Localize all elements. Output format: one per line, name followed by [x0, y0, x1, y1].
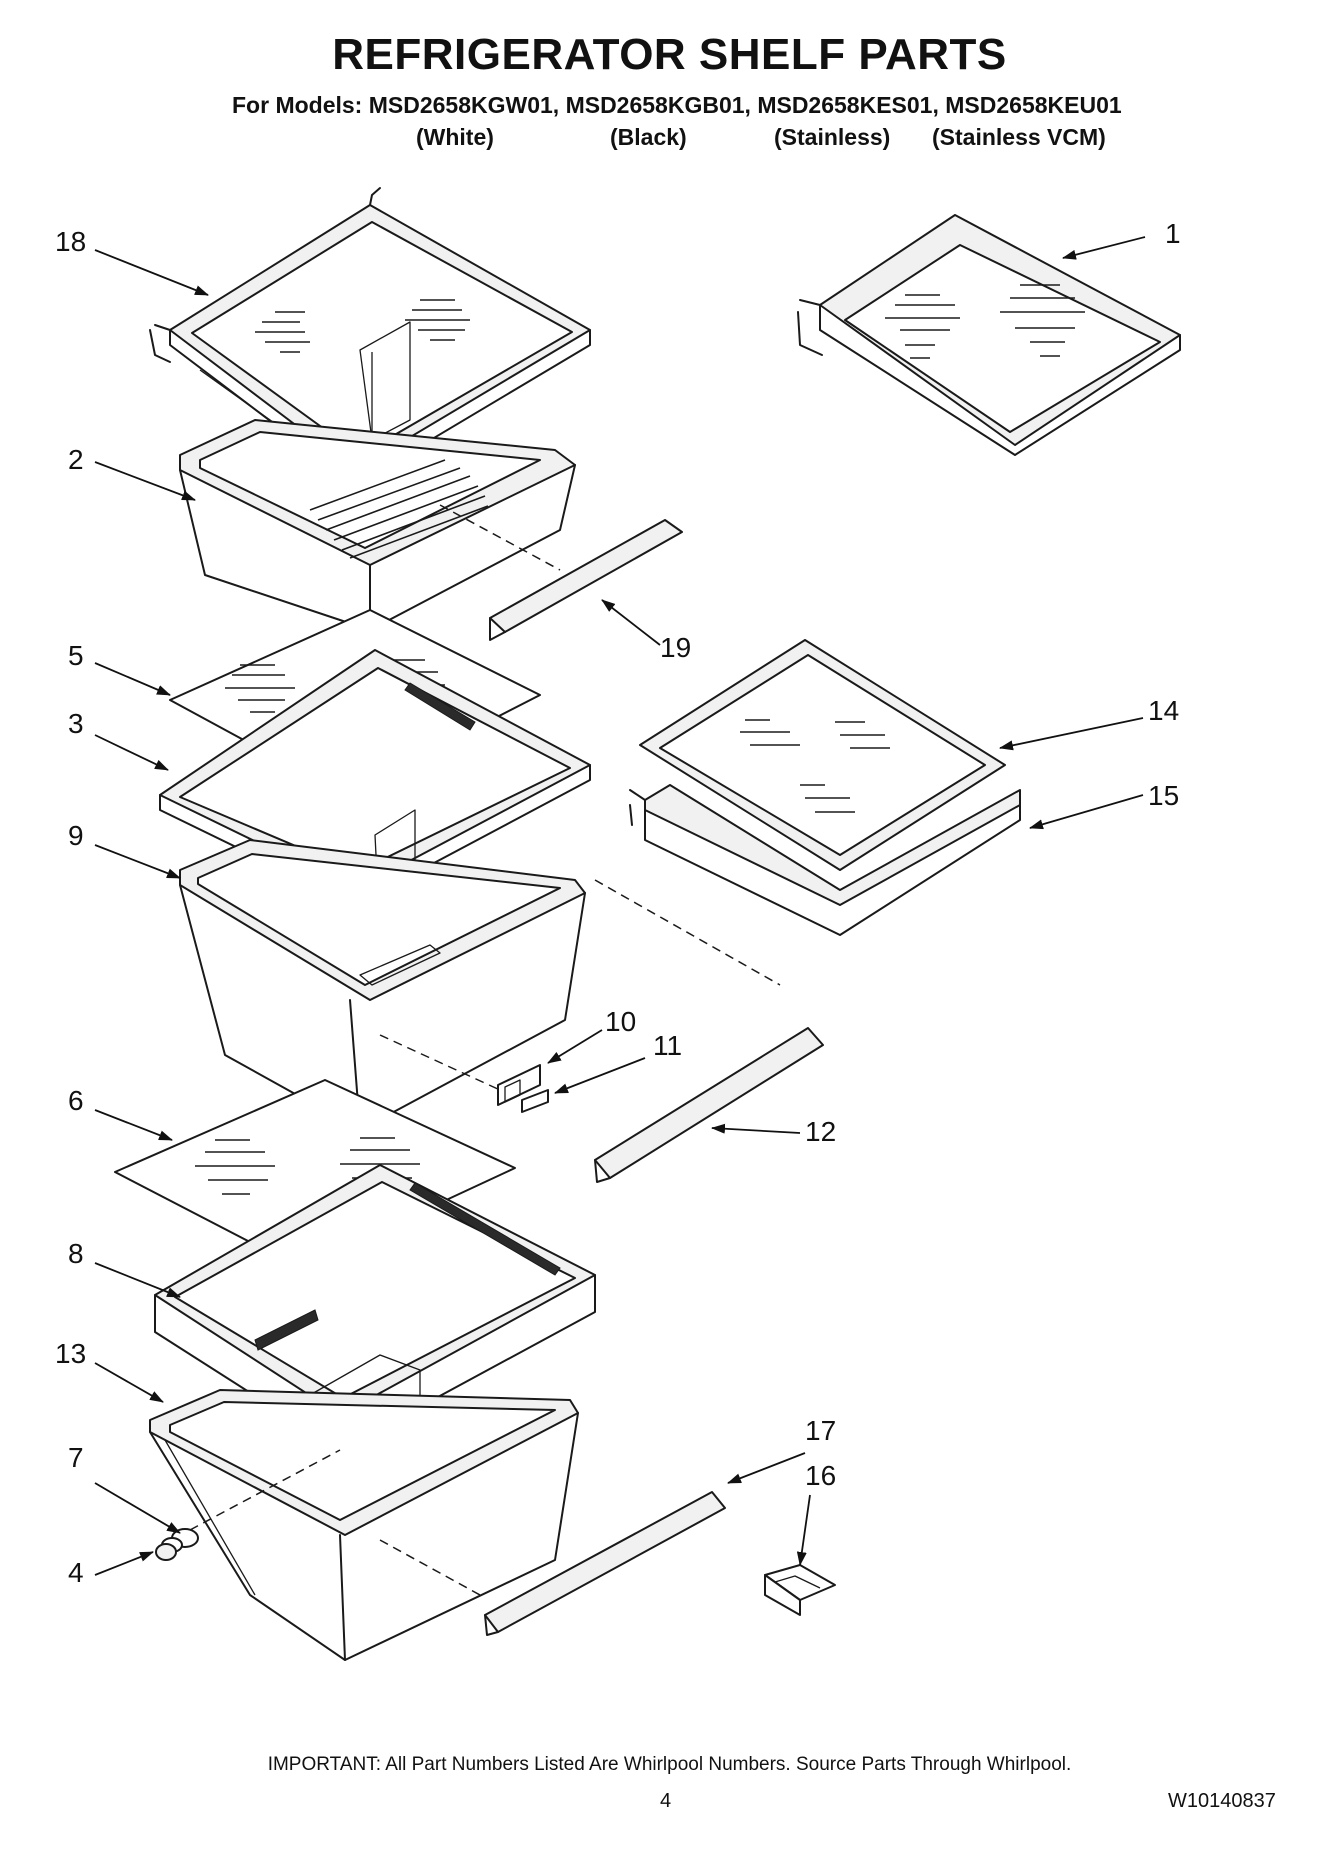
callout-19: 19: [660, 632, 692, 663]
part-11-clip: [521, 1089, 549, 1113]
callout-13: 13: [55, 1338, 87, 1369]
part-13-lower-crisper-drawer: [149, 1389, 579, 1661]
footer-important-note: IMPORTANT: All Part Numbers Listed Are W…: [267, 1754, 1072, 1775]
part-4-screw: [155, 1543, 177, 1561]
callout-9: 9: [68, 820, 84, 851]
page-title: REFRIGERATOR SHELF PARTS: [332, 30, 1007, 79]
callout-8: 8: [68, 1238, 84, 1269]
page-number: 4: [660, 1790, 672, 1812]
part-10-clip: [497, 1064, 541, 1106]
part-15-shelf-frame: [629, 784, 1021, 936]
part-8-crisper-frame: [154, 1164, 596, 1491]
models-line: For Models: MSD2658KGW01, MSD2658KGB01, …: [232, 92, 1122, 118]
part-12-drawer-trim: [594, 1027, 824, 1183]
callout-2: 2: [68, 444, 84, 475]
callout-18: 18: [55, 226, 87, 257]
assembly-line-2-19: [439, 504, 561, 571]
callout-3: 3: [68, 708, 84, 739]
glass-hatch-14: [740, 719, 890, 813]
assembly-line-9-12: [594, 879, 781, 986]
variant-white: (White): [416, 124, 494, 150]
document-number: W10140837: [1168, 1790, 1276, 1812]
callout-15: 15: [1148, 780, 1180, 811]
assembly-line-13-17: [379, 1539, 481, 1596]
callout-16: 16: [805, 1460, 837, 1491]
callout-5: 5: [68, 640, 84, 671]
part-2-upper-crisper-drawer: [179, 419, 576, 631]
assembly-line-7: [189, 1449, 341, 1531]
callout-4: 4: [68, 1557, 84, 1588]
part-18-crisper-cover-frame: [149, 187, 591, 486]
callout-6: 6: [68, 1085, 84, 1116]
part-16-clip: [764, 1564, 836, 1616]
variant-stainless-vcm: (Stainless VCM): [932, 124, 1106, 150]
callout-12: 12: [805, 1116, 837, 1147]
drawer-ribs-2: [309, 459, 489, 559]
glass-hatch-1: [885, 284, 1085, 359]
callout-14: 14: [1148, 695, 1180, 726]
part-1-top-shelf: [797, 214, 1181, 456]
callout-17: 17: [805, 1415, 837, 1446]
part-6-glass-panel: [114, 1079, 516, 1269]
variant-black: (Black): [610, 124, 687, 150]
part-19-drawer-trim: [489, 519, 683, 641]
part-3-crisper-frame: [159, 649, 591, 936]
part-14-shelf-glass: [639, 639, 1006, 871]
glass-hatch-18: [255, 299, 470, 353]
callout-11: 11: [653, 1030, 683, 1061]
callout-1: 1: [1165, 218, 1181, 249]
callout-7: 7: [68, 1442, 84, 1473]
assembly-line-9-10: [379, 1034, 501, 1091]
leader-lines: [94, 236, 1146, 1576]
variant-stainless: (Stainless): [774, 124, 891, 150]
callout-10: 10: [605, 1006, 637, 1037]
part-17-drawer-trim: [484, 1491, 726, 1636]
